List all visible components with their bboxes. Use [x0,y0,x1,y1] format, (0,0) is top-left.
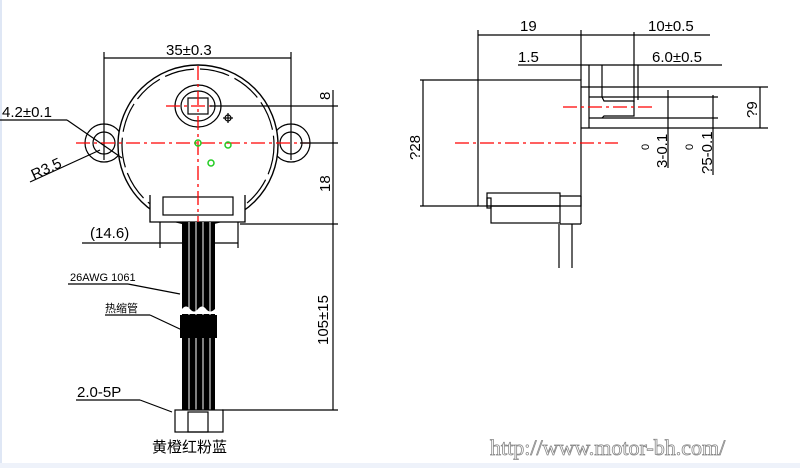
shaft [581,86,670,129]
lead-wires [180,222,217,410]
boss-dim: 1.5 [518,49,539,66]
front-view: 35±0.3 8 18 105±15 (14.6) [0,42,338,456]
heat-shrink-tube [180,315,217,338]
watermark: http://www.motor-bh.com/ [490,435,726,460]
width-dim: 35±0.3 [166,42,212,59]
wire-label: 26AWG 1061 [70,272,136,284]
bottom-offset-dim: 18 [317,175,334,192]
boss-diameter-dim: ?9 [744,101,761,118]
connector [174,409,224,433]
flat-dim-upper: 0 [640,144,652,150]
top-offset-dim: 8 [317,92,334,100]
connector-label: 2.0-5P [77,384,121,401]
shaft-length-dim: 10±0.5 [648,18,694,35]
flat-length-dim: 6.0±0.5 [652,49,702,66]
lead-length-dim: 105±15 [315,295,332,345]
heat-shrink-label: 热缩管 [105,301,138,315]
radius-dim: R3.5 [29,155,65,184]
connector-width-dim: (14.6) [90,225,129,242]
screw-mark-icon [223,113,233,123]
flat-dim: 3-0.1 [654,134,671,168]
body-depth-dim: 19 [520,18,537,35]
hole-dim: 4.2±0.1 [2,104,52,121]
diameter-dim: ?28 [407,135,424,160]
center-marker [194,139,202,147]
bottom-strip [0,463,800,468]
side-view: 19 10±0.5 1.5 6.0±0.5 ?9 0 3-0.1 0 ?5-0.… [407,18,768,268]
shaft-dia-dim: ?5-0.1 [699,131,716,174]
wire-colors-label: 黄橙红粉蓝 [152,439,227,456]
left-edge [0,0,2,468]
shaft-dia-upper: 0 [684,144,696,150]
